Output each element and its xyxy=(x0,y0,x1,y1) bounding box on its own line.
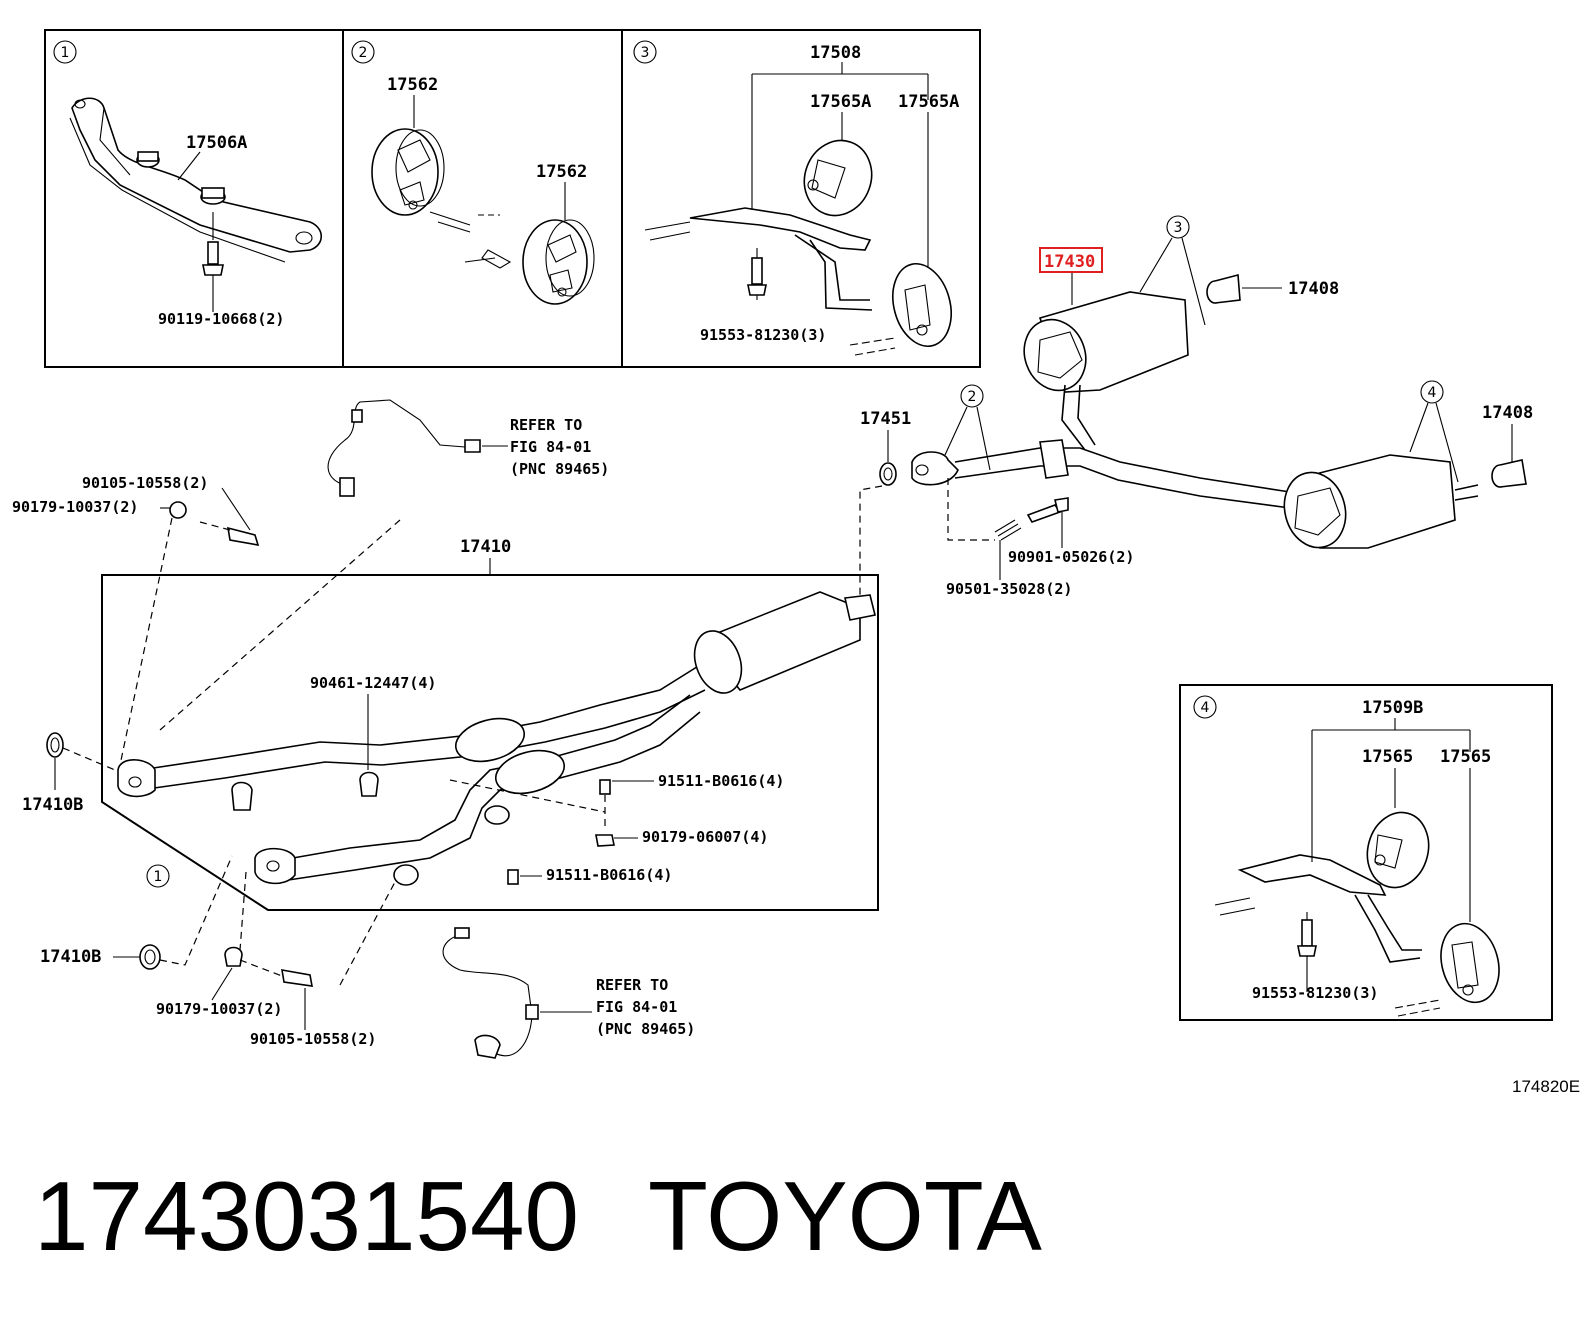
gasket-17410B-a xyxy=(46,732,64,758)
inset-2-number: 2 xyxy=(359,45,368,61)
hanger-rubber-c xyxy=(803,139,873,217)
tailpipe-tip-a xyxy=(1206,273,1241,304)
nut-top xyxy=(169,501,187,519)
callout-2: 2 xyxy=(968,389,977,405)
bolt-bottom xyxy=(281,969,313,987)
front-pipe-drawing xyxy=(117,591,876,886)
hanger-rubber-f xyxy=(1440,922,1500,1004)
label-17408-a: 17408 xyxy=(1288,279,1339,299)
label-90179-10037-top: 90179-10037(2) xyxy=(12,498,138,516)
callout-3: 3 xyxy=(1174,220,1183,236)
label-17410: 17410 xyxy=(460,537,511,557)
hanger-rubber-b xyxy=(522,219,595,305)
front-pipe-section: 17410 xyxy=(12,474,879,1048)
inset-panels xyxy=(44,29,981,368)
sub-muffler-drawing xyxy=(1283,454,1479,549)
label-17565A-left: 17565A xyxy=(810,92,871,112)
label-91511-B0616-a: 91511-B0616(4) xyxy=(658,772,784,790)
crossmember-bracket-drawing xyxy=(69,97,323,312)
label-90461-12447: 90461-12447(4) xyxy=(310,674,436,692)
hanger-rubber-d xyxy=(892,262,952,348)
bolt-top xyxy=(227,526,260,547)
callout-1: 1 xyxy=(154,869,163,885)
inset-3-number: 3 xyxy=(641,45,650,61)
inset-2: 2 17562 17562 xyxy=(351,40,595,305)
rear-muffler-section: 17430 3 17408 2 xyxy=(859,215,1533,605)
label-17565A-right: 17565A xyxy=(898,92,959,112)
label-17565-right: 17565 xyxy=(1440,747,1491,767)
label-17451: 17451 xyxy=(860,409,911,429)
gasket-ring-17451 xyxy=(879,462,897,486)
label-91553-81230-b: 91553-81230(3) xyxy=(1252,984,1378,1002)
inset-4-number: 4 xyxy=(1201,700,1210,716)
figure-code: 174820E xyxy=(1512,1077,1580,1096)
label-90179-10037-bottom: 90179-10037(2) xyxy=(156,1000,282,1018)
ref-bottom-line3: (PNC 89465) xyxy=(596,1020,695,1038)
brand-name: TOYOTA xyxy=(648,1161,1043,1271)
label-90105-10558-bottom: 90105-10558(2) xyxy=(250,1030,376,1048)
label-17410B-b: 17410B xyxy=(40,947,101,967)
oxygen-sensor-top: REFER TO FIG 84-01 (PNC 89465) xyxy=(159,399,609,731)
ref-top-line1: REFER TO xyxy=(510,416,582,434)
inset-4: 4 17509B 17565 17565 91553 xyxy=(1179,684,1553,1021)
tailpipe-tip-b xyxy=(1491,459,1527,488)
ref-top-line3: (PNC 89465) xyxy=(510,460,609,478)
label-17408-b: 17408 xyxy=(1482,403,1533,423)
hanger-bracket-drawing-4 xyxy=(1214,854,1441,1017)
label-90105-10558-top: 90105-10558(2) xyxy=(82,474,208,492)
inset-3: 3 17508 17565A 17565A 9155 xyxy=(633,40,959,356)
label-17430-highlighted: 17430 xyxy=(1044,252,1095,272)
label-17506A: 17506A xyxy=(186,133,247,153)
label-90901-05026: 90901-05026(2) xyxy=(1008,548,1134,566)
inset-1: 1 17506A 90119-10668(2) xyxy=(53,40,323,328)
spring-bolt-drawing xyxy=(994,497,1069,541)
label-17565-left: 17565 xyxy=(1362,747,1413,767)
main-muffler-drawing xyxy=(1023,291,1189,451)
label-90501-35028: 90501-35028(2) xyxy=(946,580,1072,598)
nut-bottom xyxy=(224,946,243,967)
label-17562-a: 17562 xyxy=(387,75,438,95)
hanger-rubber-a xyxy=(371,128,445,216)
label-17508: 17508 xyxy=(810,43,861,63)
label-17562-b: 17562 xyxy=(536,162,587,182)
hanger-bracket-drawing xyxy=(644,207,896,356)
ref-bottom-line2: FIG 84-01 xyxy=(596,998,677,1016)
part-number: 1743031540 xyxy=(34,1161,579,1271)
gasket-17410B-b xyxy=(139,944,161,970)
hanger-rubber-e xyxy=(1366,811,1430,889)
ref-bottom-line1: REFER TO xyxy=(596,976,668,994)
label-90179-06007: 90179-06007(4) xyxy=(642,828,768,846)
label-17410B-a: 17410B xyxy=(22,795,83,815)
label-17509B: 17509B xyxy=(1362,698,1423,718)
label-91511-B0616-b: 91511-B0616(4) xyxy=(546,866,672,884)
inset-1-number: 1 xyxy=(61,45,70,61)
label-90119-10668: 90119-10668(2) xyxy=(158,310,284,328)
label-91553-81230-a: 91553-81230(3) xyxy=(700,326,826,344)
ref-top-line2: FIG 84-01 xyxy=(510,438,591,456)
callout-4: 4 xyxy=(1428,385,1437,401)
oxygen-sensor-bottom: REFER TO FIG 84-01 (PNC 89465) xyxy=(339,881,695,1059)
highlight-box xyxy=(1039,247,1103,273)
intermediate-pipe-drawing xyxy=(911,439,1291,509)
